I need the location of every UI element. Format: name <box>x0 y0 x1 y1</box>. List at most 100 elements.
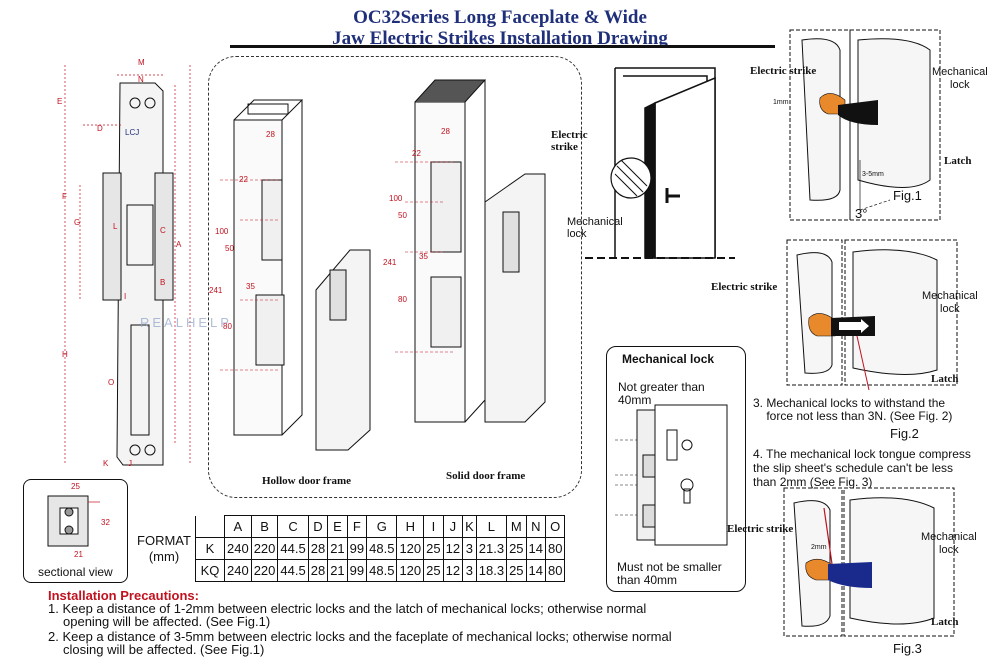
format-row-name: KQ <box>195 559 225 582</box>
format-cell: 25 <box>423 559 444 582</box>
dim-letter-a: A <box>176 240 182 249</box>
sectional-view-box <box>23 479 128 583</box>
sectional-dim-32: 32 <box>101 518 110 527</box>
precautions-title: Installation Precautions: <box>48 588 199 603</box>
format-cell: 21 <box>327 537 348 560</box>
mechanical-lock-drawing <box>615 404 728 546</box>
solid-dim-50: 50 <box>398 211 407 220</box>
format-cell: 18.3 <box>475 559 508 582</box>
hollow-dim-22: 22 <box>239 175 248 184</box>
fig2-note: 3. Mechanical locks to withstand the for… <box>753 396 953 423</box>
format-cell: 44.5 <box>277 537 309 560</box>
dim-letter-j: J <box>128 459 132 468</box>
format-header: N <box>525 515 547 538</box>
format-cell: 120 <box>396 537 425 560</box>
precaution-1-line2: opening will be affected. (See Fig.1) <box>63 614 271 629</box>
mechanical-lock-bottom-note: Must not be smaller than 40mm <box>617 560 722 587</box>
format-cell: 44.5 <box>277 559 309 582</box>
hollow-frame-label: Hollow door frame <box>262 475 352 487</box>
format-cell: 240 <box>224 537 252 560</box>
fig2-electric-strike-label: Electric strike <box>711 281 778 293</box>
faceplate-drawing: LCJ <box>64 65 191 466</box>
format-cell: 14 <box>525 559 547 582</box>
format-header: I <box>423 515 444 538</box>
fig3-electric-strike-label: Electric strike <box>727 523 794 535</box>
dim-letter-e: E <box>57 97 63 106</box>
format-header: G <box>366 515 398 538</box>
door-electric-strike-label: Electric strike <box>551 129 588 153</box>
title-underline <box>230 45 775 48</box>
fig3-drawing <box>783 487 955 637</box>
svg-text:LCJ: LCJ <box>125 128 139 137</box>
hollow-dim-28: 28 <box>266 130 275 139</box>
door-drawing <box>585 67 735 259</box>
fig1-drawing <box>789 29 941 221</box>
format-header: H <box>396 515 425 538</box>
mechanical-lock-title: Mechanical lock <box>622 352 715 366</box>
sectional-dim-25: 25 <box>71 482 80 491</box>
format-cell: 99 <box>346 559 368 582</box>
format-header: C <box>277 515 309 538</box>
hollow-dim-50: 50 <box>225 244 234 253</box>
solid-frame-label: Solid door frame <box>446 470 526 482</box>
fig2-mechanical-lock-label: Mechanical lock <box>922 290 978 315</box>
precaution-2-line2: closing will be affected. (See Fig.1) <box>63 642 265 657</box>
format-row-kq: KQ 240 220 44.5 28 21 99 48.5 120 25 12 … <box>133 559 566 582</box>
hollow-frame-drawing <box>220 99 371 451</box>
format-row-k: K 240 220 44.5 28 21 99 48.5 120 25 12 3… <box>133 537 566 560</box>
format-header: E <box>327 515 348 538</box>
fig1-latch-label: Latch <box>944 155 972 167</box>
format-corner-cell <box>195 515 225 538</box>
mechanical-lock-top-note: Not greater than 40mm <box>618 380 705 407</box>
solid-dim-241: 241 <box>383 258 397 267</box>
solid-dim-22: 22 <box>412 149 421 158</box>
fig3-dim-2mm: 2mm <box>811 544 827 551</box>
door-mechanical-lock-label: Mechanical lock <box>567 216 623 240</box>
dim-letter-f: F <box>62 192 67 201</box>
format-cell: 12 <box>442 537 464 560</box>
format-row-name: K <box>195 537 225 560</box>
dim-letter-n: N <box>138 75 144 84</box>
hollow-dim-35: 35 <box>246 282 255 291</box>
solid-frame-drawing <box>395 79 546 423</box>
format-cell: 48.5 <box>366 559 398 582</box>
format-unit: (mm) <box>148 548 180 564</box>
dim-letter-d: D <box>97 124 103 133</box>
dim-letter-k: K <box>103 459 109 468</box>
format-cell: 48.5 <box>366 537 398 560</box>
format-cell: 3 <box>462 559 477 582</box>
fig2-latch-label: Latch <box>931 373 959 385</box>
format-label-cell: FORMAT (mm) <box>133 515 196 582</box>
precaution-2-line1: 2. Keep a distance of 3-5mm between elec… <box>48 629 672 644</box>
format-header-row: FORMAT (mm) A B C D E F G H I J K L M N … <box>133 515 566 582</box>
hollow-dim-100: 100 <box>215 227 229 236</box>
format-header: D <box>307 515 329 538</box>
fig1-caption: Fig.1 <box>893 188 922 203</box>
solid-dim-100: 100 <box>389 194 403 203</box>
fig1-electric-strike-label: Electric strike <box>750 65 817 77</box>
format-header: K <box>462 515 477 538</box>
fig1-dim-3-5mm: 3-5mm <box>862 171 884 178</box>
fig3-caption: Fig.3 <box>893 641 922 656</box>
format-header: J <box>442 515 464 538</box>
dim-letter-c: C <box>160 226 166 235</box>
format-cell: 220 <box>250 559 279 582</box>
format-cell: 25 <box>423 537 444 560</box>
format-cell: 3 <box>462 537 477 560</box>
watermark-left: REALHELP <box>140 315 232 330</box>
format-table: FORMAT (mm) A B C D E F G H I J K L M N … <box>133 515 566 582</box>
sectional-view-label: sectional view <box>38 565 113 579</box>
fig1-mechanical-lock-label: Mechanical lock <box>932 66 988 91</box>
fig1-angle: 3° <box>855 206 868 221</box>
format-cell: 80 <box>544 537 566 560</box>
precaution-1-line1: 1. Keep a distance of 1-2mm between elec… <box>48 601 647 616</box>
dim-letter-o: O <box>108 378 115 387</box>
sectional-dim-21: 21 <box>74 550 83 559</box>
solid-dim-35: 35 <box>419 252 428 261</box>
dim-letter-b: B <box>160 278 166 287</box>
format-cell: 80 <box>544 559 566 582</box>
dim-letter-h: H <box>62 350 68 359</box>
fig3-note: 4. The mechanical lock tongue compress t… <box>753 447 971 489</box>
format-header: B <box>250 515 279 538</box>
format-cell: 14 <box>525 537 547 560</box>
